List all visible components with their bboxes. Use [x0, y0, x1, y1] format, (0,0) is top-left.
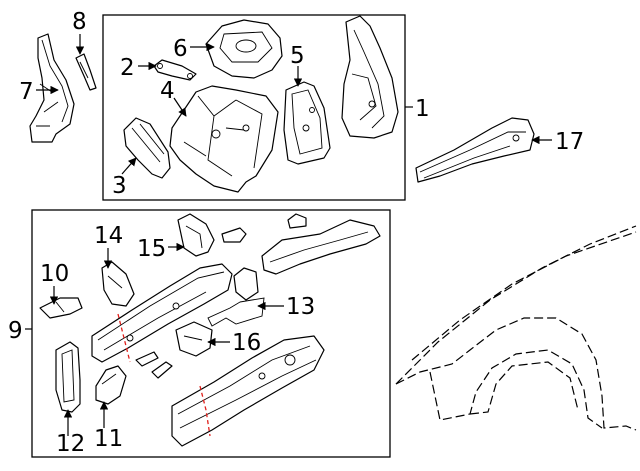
part-3-brace [123, 117, 171, 179]
cut-line-front-rail [117, 313, 131, 363]
part-17-side-rail [415, 117, 535, 183]
fender-outline [395, 225, 637, 431]
callout-15: 15 [137, 236, 166, 262]
cut-line-lower-rail [199, 385, 211, 437]
small-clip-b [287, 213, 307, 229]
part-7-apron-extension [29, 33, 75, 143]
callout-7: 7 [19, 79, 34, 105]
part-11-bracket [95, 365, 127, 405]
part-4-wheelhouse-inner [169, 85, 279, 193]
part-14-bracket [101, 261, 135, 307]
part-15-bracket [177, 213, 215, 257]
callout-16: 16 [232, 330, 261, 356]
callout-1: 1 [415, 96, 430, 122]
lower-group-frame [31, 209, 391, 458]
callout-13: 13 [286, 294, 315, 320]
part-2-strap [153, 59, 197, 81]
part-8-bracket [75, 53, 97, 91]
callout-17: 17 [555, 129, 584, 155]
small-plate-a [135, 351, 159, 367]
apron-upper-reinforcement [261, 219, 381, 275]
part-6-shock-tower-cap [205, 19, 283, 79]
leader-3 [121, 157, 137, 175]
part-16-mount [175, 321, 213, 357]
callout-2: 2 [120, 55, 135, 81]
part-12-plate [55, 341, 81, 413]
callout-9: 9 [8, 318, 23, 344]
callout-4: 4 [160, 78, 175, 104]
part-10-gusset [39, 297, 83, 319]
callout-14: 14 [94, 223, 123, 249]
part-1-inner-panel [341, 15, 399, 139]
callout-12: 12 [56, 431, 85, 457]
small-plate-b [151, 361, 173, 379]
lower-rail-section [171, 335, 325, 447]
callout-8: 8 [72, 9, 87, 35]
small-clip-a [221, 227, 247, 243]
callout-6: 6 [173, 36, 188, 62]
callout-11: 11 [94, 426, 123, 452]
part-5-reinforcement [283, 81, 331, 165]
callout-10: 10 [40, 261, 69, 287]
callout-3: 3 [112, 173, 127, 199]
leader-4 [173, 97, 187, 117]
callout-5: 5 [290, 43, 305, 69]
front-frame-rail [91, 263, 233, 363]
